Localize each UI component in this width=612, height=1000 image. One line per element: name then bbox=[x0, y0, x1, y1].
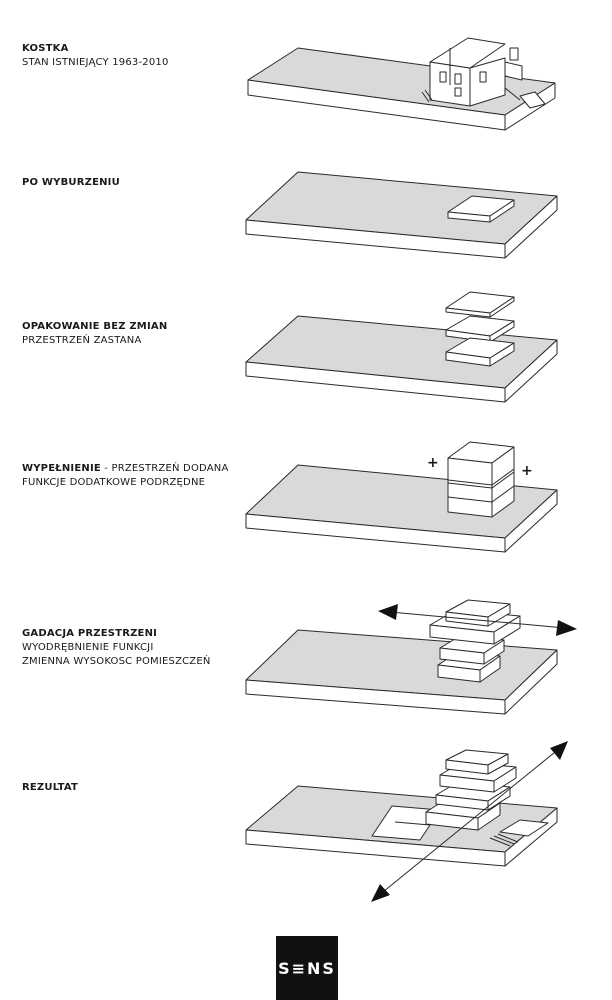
step-4-title-suffix: - PRZESTRZEŃ DODANA bbox=[100, 463, 229, 474]
step-4-title: WYPEŁNIENIE bbox=[22, 463, 101, 474]
exploded-floors bbox=[445, 291, 515, 367]
plus-sign-left: + bbox=[427, 455, 439, 471]
slab-5 bbox=[245, 629, 558, 715]
step-5-subtitle-2: ZMIENNA WYSOKOSC POMIESZCZEŃ bbox=[22, 656, 211, 667]
step-2-title: PO WYBURZENIU bbox=[22, 177, 120, 188]
step-1-label: KOSTKA STAN ISTNIEJĄCY 1963-2010 bbox=[22, 42, 169, 70]
plus-sign-right: + bbox=[521, 463, 533, 479]
step-1-subtitle: STAN ISTNIEJĄCY 1963-2010 bbox=[22, 57, 169, 68]
step-3-title: OPAKOWANIE BEZ ZMIAN bbox=[22, 321, 168, 332]
existing-house bbox=[421, 37, 546, 109]
step-5-title: GADACJA PRZESTRZENI bbox=[22, 628, 158, 639]
step-6-title: REZULTAT bbox=[22, 782, 79, 793]
diagonal-arrow bbox=[371, 741, 568, 902]
result-building bbox=[425, 749, 519, 847]
step-3-label: OPAKOWANIE BEZ ZMIAN PRZESTRZEŃ ZASTANA bbox=[22, 320, 167, 348]
slab-6 bbox=[245, 785, 558, 867]
step-2-label: PO WYBURZENIU bbox=[22, 176, 120, 190]
slab-2 bbox=[245, 171, 558, 259]
step-4-subtitle: FUNKCJE DODATKOWE PODRZĘDNE bbox=[22, 477, 206, 488]
step-5-subtitle: WYODRĘBNIENIE FUNKCJI bbox=[22, 642, 154, 653]
step-5-label: GADACJA PRZESTRZENI WYODRĘBNIENIE FUNKCJ… bbox=[22, 627, 211, 669]
slab-1 bbox=[247, 47, 556, 131]
step-1-title: KOSTKA bbox=[22, 43, 69, 54]
sens-logo: S≡NS bbox=[276, 936, 338, 1000]
horizontal-arrow bbox=[378, 604, 577, 636]
footprint-box bbox=[447, 195, 515, 223]
step-4-label: WYPEŁNIENIE - PRZESTRZEŃ DODANA FUNKCJE … bbox=[22, 462, 229, 490]
step-3-subtitle: PRZESTRZEŃ ZASTANA bbox=[22, 335, 142, 346]
filled-block bbox=[447, 441, 515, 518]
step-6-label: REZULTAT bbox=[22, 781, 78, 795]
